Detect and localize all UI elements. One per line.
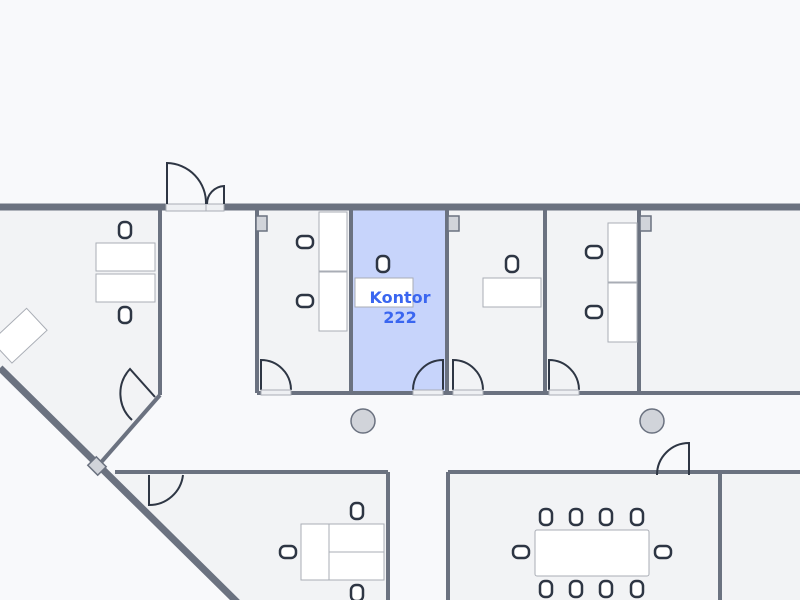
chair-icon (538, 507, 554, 527)
chair-icon (568, 507, 584, 527)
chair-icon (375, 254, 391, 274)
furniture (0, 211, 673, 600)
wall-fixture (639, 215, 652, 232)
meeting-table (534, 529, 650, 577)
chair-icon (349, 501, 365, 521)
desk (318, 271, 348, 332)
chair-icon (629, 579, 645, 599)
wall-fixture (447, 215, 460, 232)
chair-icon (295, 234, 315, 250)
chair-icon (278, 544, 298, 560)
desk (354, 277, 414, 308)
chair-icon (349, 583, 365, 600)
column-icon (639, 408, 665, 434)
desk (95, 242, 156, 272)
chair-icon (629, 507, 645, 527)
desk (300, 523, 330, 581)
chair-icon (598, 579, 614, 599)
room-label-number: 222 (383, 308, 416, 327)
wall-fixture (86, 455, 108, 477)
doors[interactable] (119, 161, 690, 507)
chair-icon (117, 220, 133, 240)
desk (328, 551, 385, 581)
desk (95, 273, 156, 303)
walls (0, 203, 800, 600)
chair-icon (584, 304, 604, 320)
desk (482, 277, 542, 308)
chair-icon (295, 293, 315, 309)
desk (607, 222, 638, 283)
desk (328, 523, 385, 553)
column-icon (350, 408, 376, 434)
chair-icon (653, 544, 673, 560)
chair-icon (598, 507, 614, 527)
chair-icon (117, 305, 133, 325)
chair-icon (584, 244, 604, 260)
chair-icon (538, 579, 554, 599)
wall-fixture (255, 215, 268, 232)
desk (0, 307, 48, 364)
desk (607, 282, 638, 343)
room-office-5[interactable] (639, 210, 800, 393)
desk (318, 211, 348, 272)
chair-icon (568, 579, 584, 599)
room-label-name: Kontor (369, 288, 430, 307)
chair-icon (511, 544, 531, 560)
chair-icon (504, 254, 520, 274)
room-bottom-right[interactable] (720, 472, 800, 600)
